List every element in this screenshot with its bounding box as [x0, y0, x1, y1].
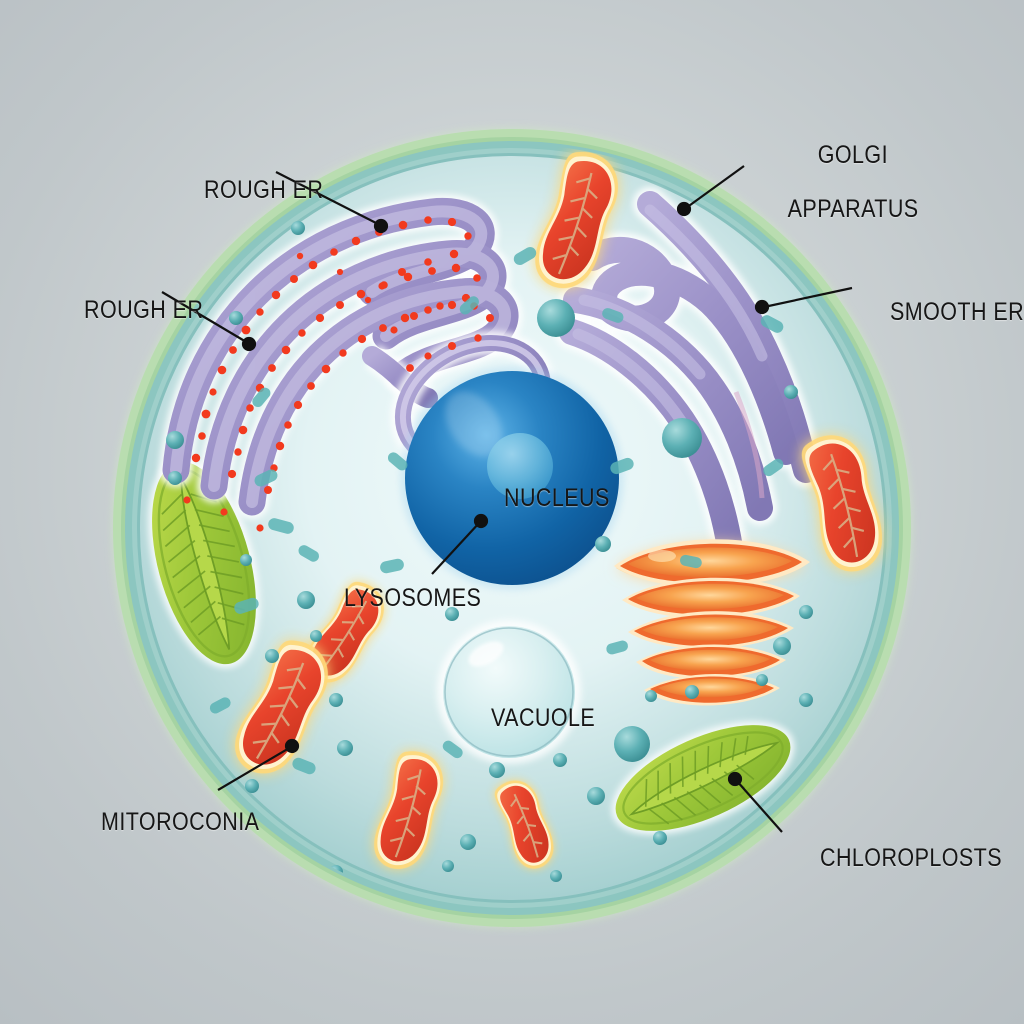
- label-rough-er-left: ROUGH ER: [83, 296, 204, 324]
- leader-rough-er-top: [275, 171, 389, 234]
- label-mitochondria: MITOROCONIA: [100, 808, 260, 836]
- mitochondrion: [304, 581, 384, 683]
- leader-lines: [161, 165, 853, 833]
- mitochondria-group: [235, 152, 883, 869]
- ribosomes: [183, 216, 494, 532]
- nucleolus: [487, 433, 553, 499]
- label-chloroplasts: CHLOROPLOSTS: [819, 844, 1002, 872]
- label-golgi-apparatus: GOLGI APPARATUS: [787, 141, 919, 223]
- leader-mitochondria: [217, 738, 300, 791]
- mitochondrion: [374, 751, 444, 869]
- vacuole: [437, 620, 581, 764]
- leader-chloroplasts: [727, 771, 783, 833]
- label-lysosomes: LYSOSOMES: [343, 584, 482, 612]
- nucleus: [400, 366, 624, 590]
- leader-rough-er-left: [161, 291, 257, 352]
- leader-lysosomes: [431, 513, 489, 575]
- label-vacuole: VACUOLE: [490, 704, 595, 732]
- leader-golgi: [676, 165, 745, 217]
- lysosomes-vesicles: [166, 221, 813, 882]
- leader-smooth-er: [754, 286, 853, 315]
- label-smooth-er: SMOOTH ER: [889, 298, 1024, 326]
- chloroplast-right: [611, 721, 795, 835]
- label-nucleus: NUCLEUS: [503, 484, 610, 512]
- mitochondrion: [801, 435, 883, 572]
- chloroplast-left: [148, 457, 260, 669]
- mitochondrion: [494, 780, 554, 869]
- golgi-apparatus: [614, 539, 810, 706]
- mitochondrion: [535, 152, 619, 289]
- label-rough-er-top: ROUGH ER: [203, 176, 324, 204]
- mitochondrion-labeled: [235, 640, 328, 774]
- rough-er: [159, 194, 556, 532]
